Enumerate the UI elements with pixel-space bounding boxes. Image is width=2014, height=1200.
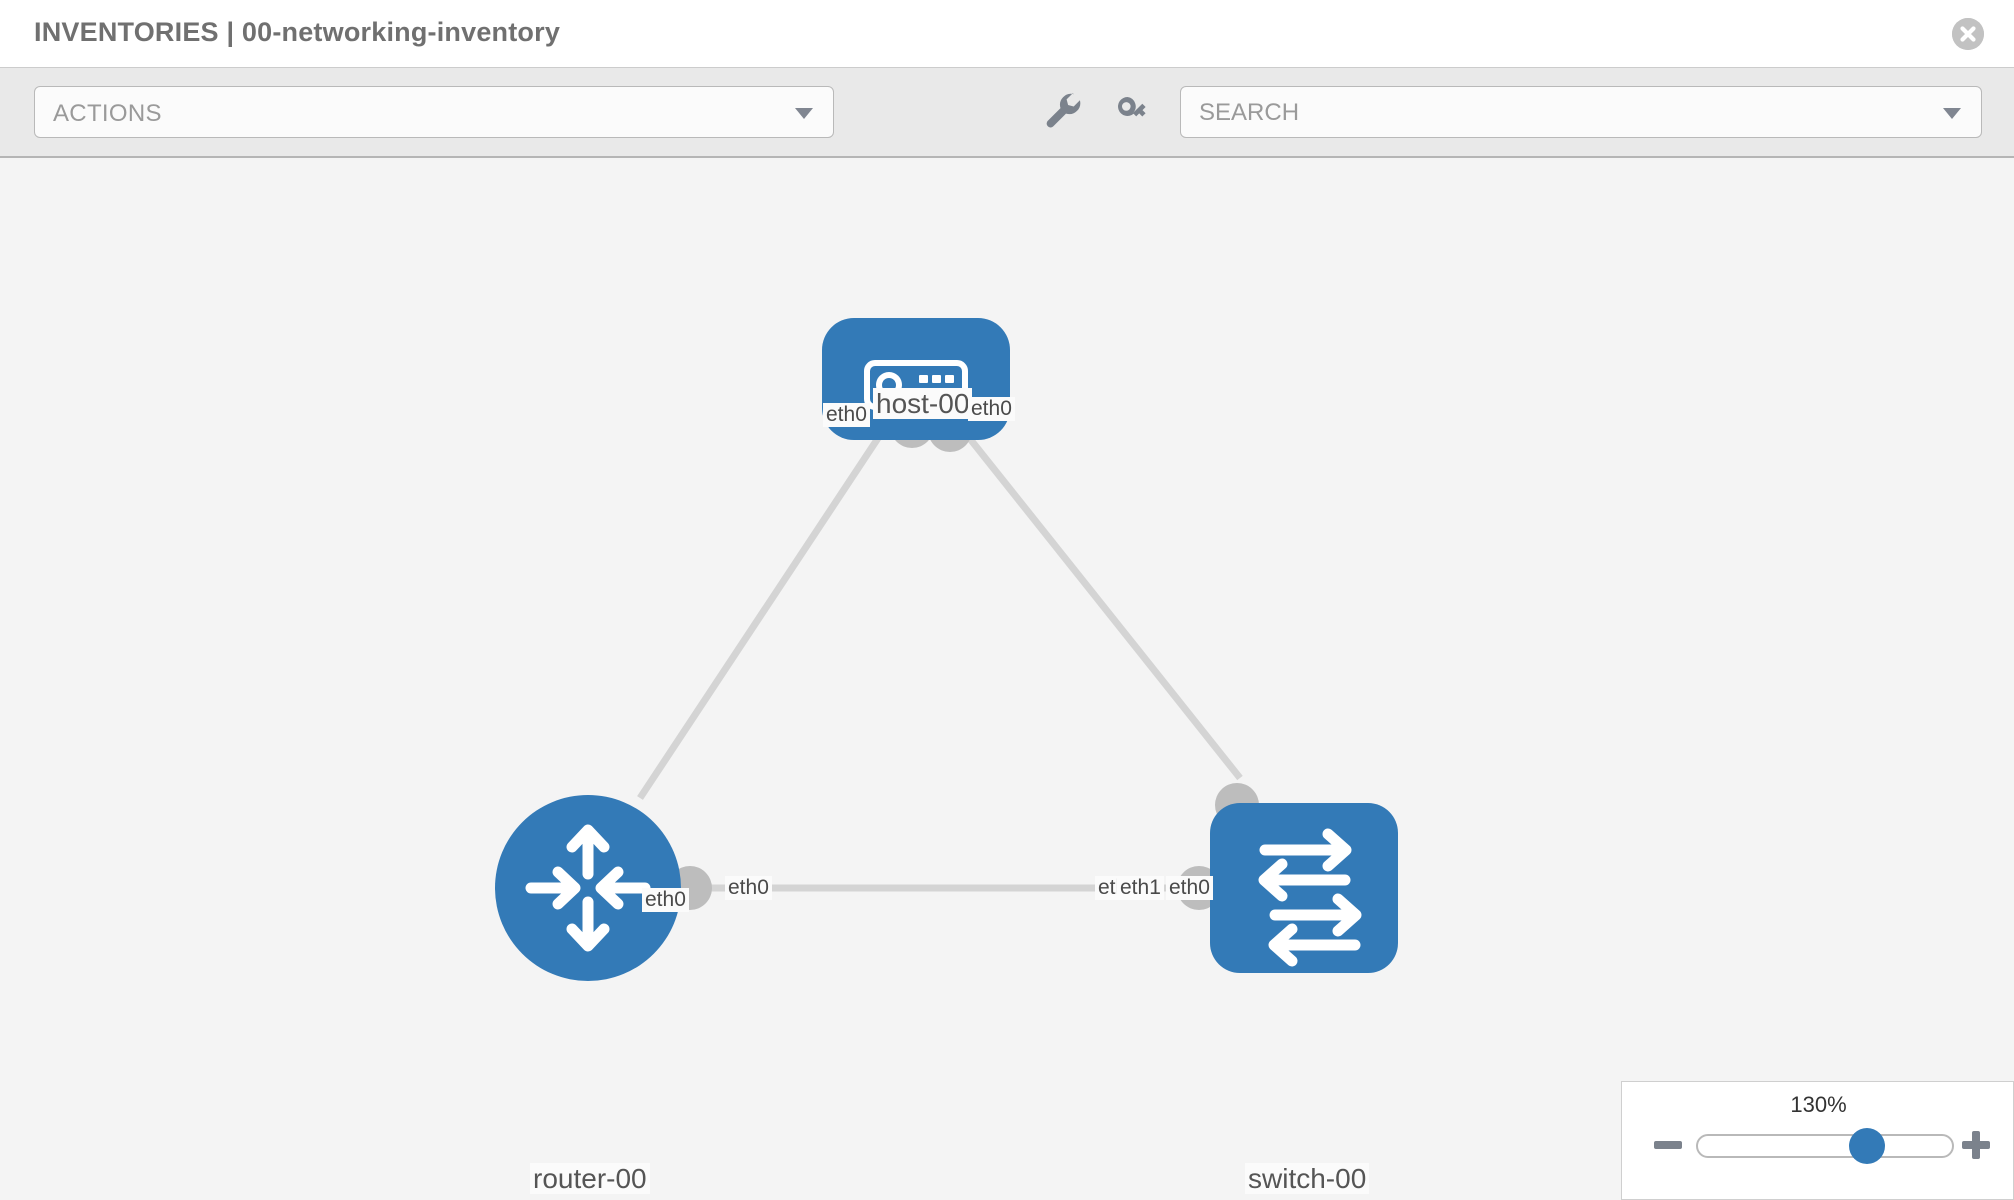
toolbar: ACTIONS (0, 68, 2014, 158)
link-host-router (637, 418, 893, 800)
iface-label-switch-left-b: eth1 (1117, 876, 1164, 901)
link-host-switch (952, 417, 1243, 781)
node-router-00[interactable] (495, 795, 681, 981)
iface-label-host-left: eth0 (823, 403, 870, 428)
zoom-out-button[interactable] (1651, 1128, 1685, 1162)
close-icon[interactable] (1952, 18, 1984, 50)
node-label-router: router-00 (530, 1163, 650, 1195)
actions-dropdown-label: ACTIONS (53, 100, 162, 127)
search-chevron-down-icon[interactable] (1943, 108, 1961, 119)
zoom-percentage-label: 130% (1790, 1092, 1847, 1117)
iface-label-switch-up: eth0 (1166, 876, 1213, 901)
search-field[interactable] (1180, 86, 1982, 139)
zoom-control-panel: 130% (1621, 1081, 2014, 1200)
node-label-switch: switch-00 (1245, 1163, 1370, 1195)
port-stubs (668, 404, 1259, 910)
chevron-down-icon (795, 108, 813, 119)
page-header: INVENTORIES | 00-networking-inventory (0, 0, 2014, 68)
topology-canvas[interactable]: host-00 router-00 switch-00 eth0 eth0 et… (0, 158, 2014, 1200)
iface-label-router-up: eth0 (642, 888, 689, 913)
wrench-icon[interactable] (1040, 88, 1086, 134)
iface-label-host-right: eth0 (968, 397, 1015, 422)
iface-label-router-right: eth0 (725, 876, 772, 901)
key-icon[interactable] (1110, 88, 1156, 134)
zoom-in-button[interactable] (1959, 1128, 1993, 1162)
zoom-slider-track[interactable] (1696, 1134, 1954, 1158)
search-input[interactable] (1197, 87, 1921, 139)
node-switch-00[interactable] (1210, 803, 1398, 973)
topology-graph (495, 318, 1398, 981)
node-label-host: host-00 (873, 388, 973, 420)
page-title: INVENTORIES | 00-networking-inventory (34, 17, 561, 47)
zoom-slider-thumb[interactable] (1849, 1128, 1885, 1164)
actions-dropdown[interactable]: ACTIONS (34, 86, 834, 138)
